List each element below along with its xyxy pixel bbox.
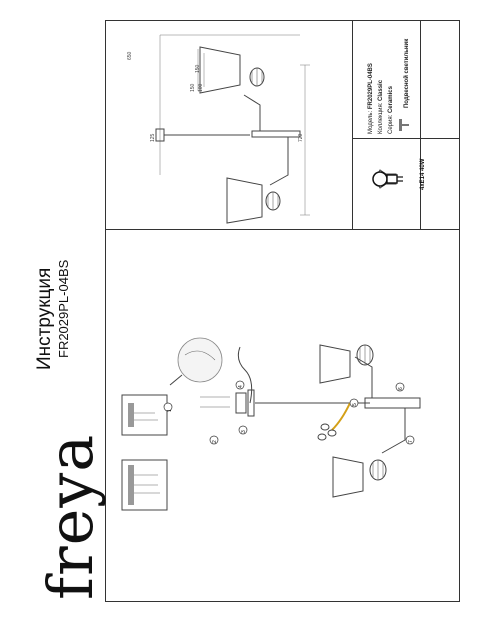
info-type: Подвесной светильник [404, 39, 410, 108]
bulb-spec: 4хE14 40W [420, 158, 426, 190]
frame-divider-horizontal [105, 229, 460, 230]
info-type-value: Подвесной светильник [404, 38, 410, 108]
dim-shade-inner: 100 [198, 83, 204, 92]
assembly-drawing [121, 337, 421, 511]
info-separator-middle [352, 138, 460, 139]
lightbulb-icon [372, 169, 403, 189]
dimension-drawing [155, 34, 310, 224]
info-collection: Коллекция: Classic [378, 80, 384, 134]
dim-shade-top: 150 [195, 64, 201, 73]
info-model: Модель: FR2029PL-04BS [368, 63, 374, 134]
dim-width-total: 650 [127, 51, 133, 60]
info-series-label: Серия: [388, 114, 394, 134]
callout-4: 4 [238, 385, 244, 388]
info-collection-value: Classic [378, 79, 384, 101]
callout-5: 5 [352, 403, 358, 406]
callout-7: 7 [408, 440, 414, 443]
dim-height-total: 720 [298, 133, 304, 142]
info-model-label: Модель: [368, 110, 374, 134]
dim-canopy: 125 [150, 133, 156, 142]
page-title: Инструкция [34, 267, 55, 370]
info-series-value: Ceramics [388, 86, 394, 114]
drawing-frame [105, 20, 460, 602]
info-separator-left [352, 20, 353, 230]
info-series: Серия: Ceramics [388, 86, 394, 134]
info-collection-label: Коллекция: [378, 102, 384, 134]
callout-6: 6 [398, 387, 404, 390]
info-model-value: FR2029PL-04BS [368, 63, 374, 110]
callout-2: 2 [212, 440, 218, 443]
pendant-type-icon [399, 119, 409, 131]
brand-logo: freya [34, 433, 107, 600]
callout-3: 3 [241, 430, 247, 433]
info-separator-right [420, 20, 421, 230]
dim-shade-outer: 150 [190, 83, 196, 92]
model-number: FR2029PL-04BS [56, 259, 71, 358]
callout-1: 1 [167, 409, 173, 412]
